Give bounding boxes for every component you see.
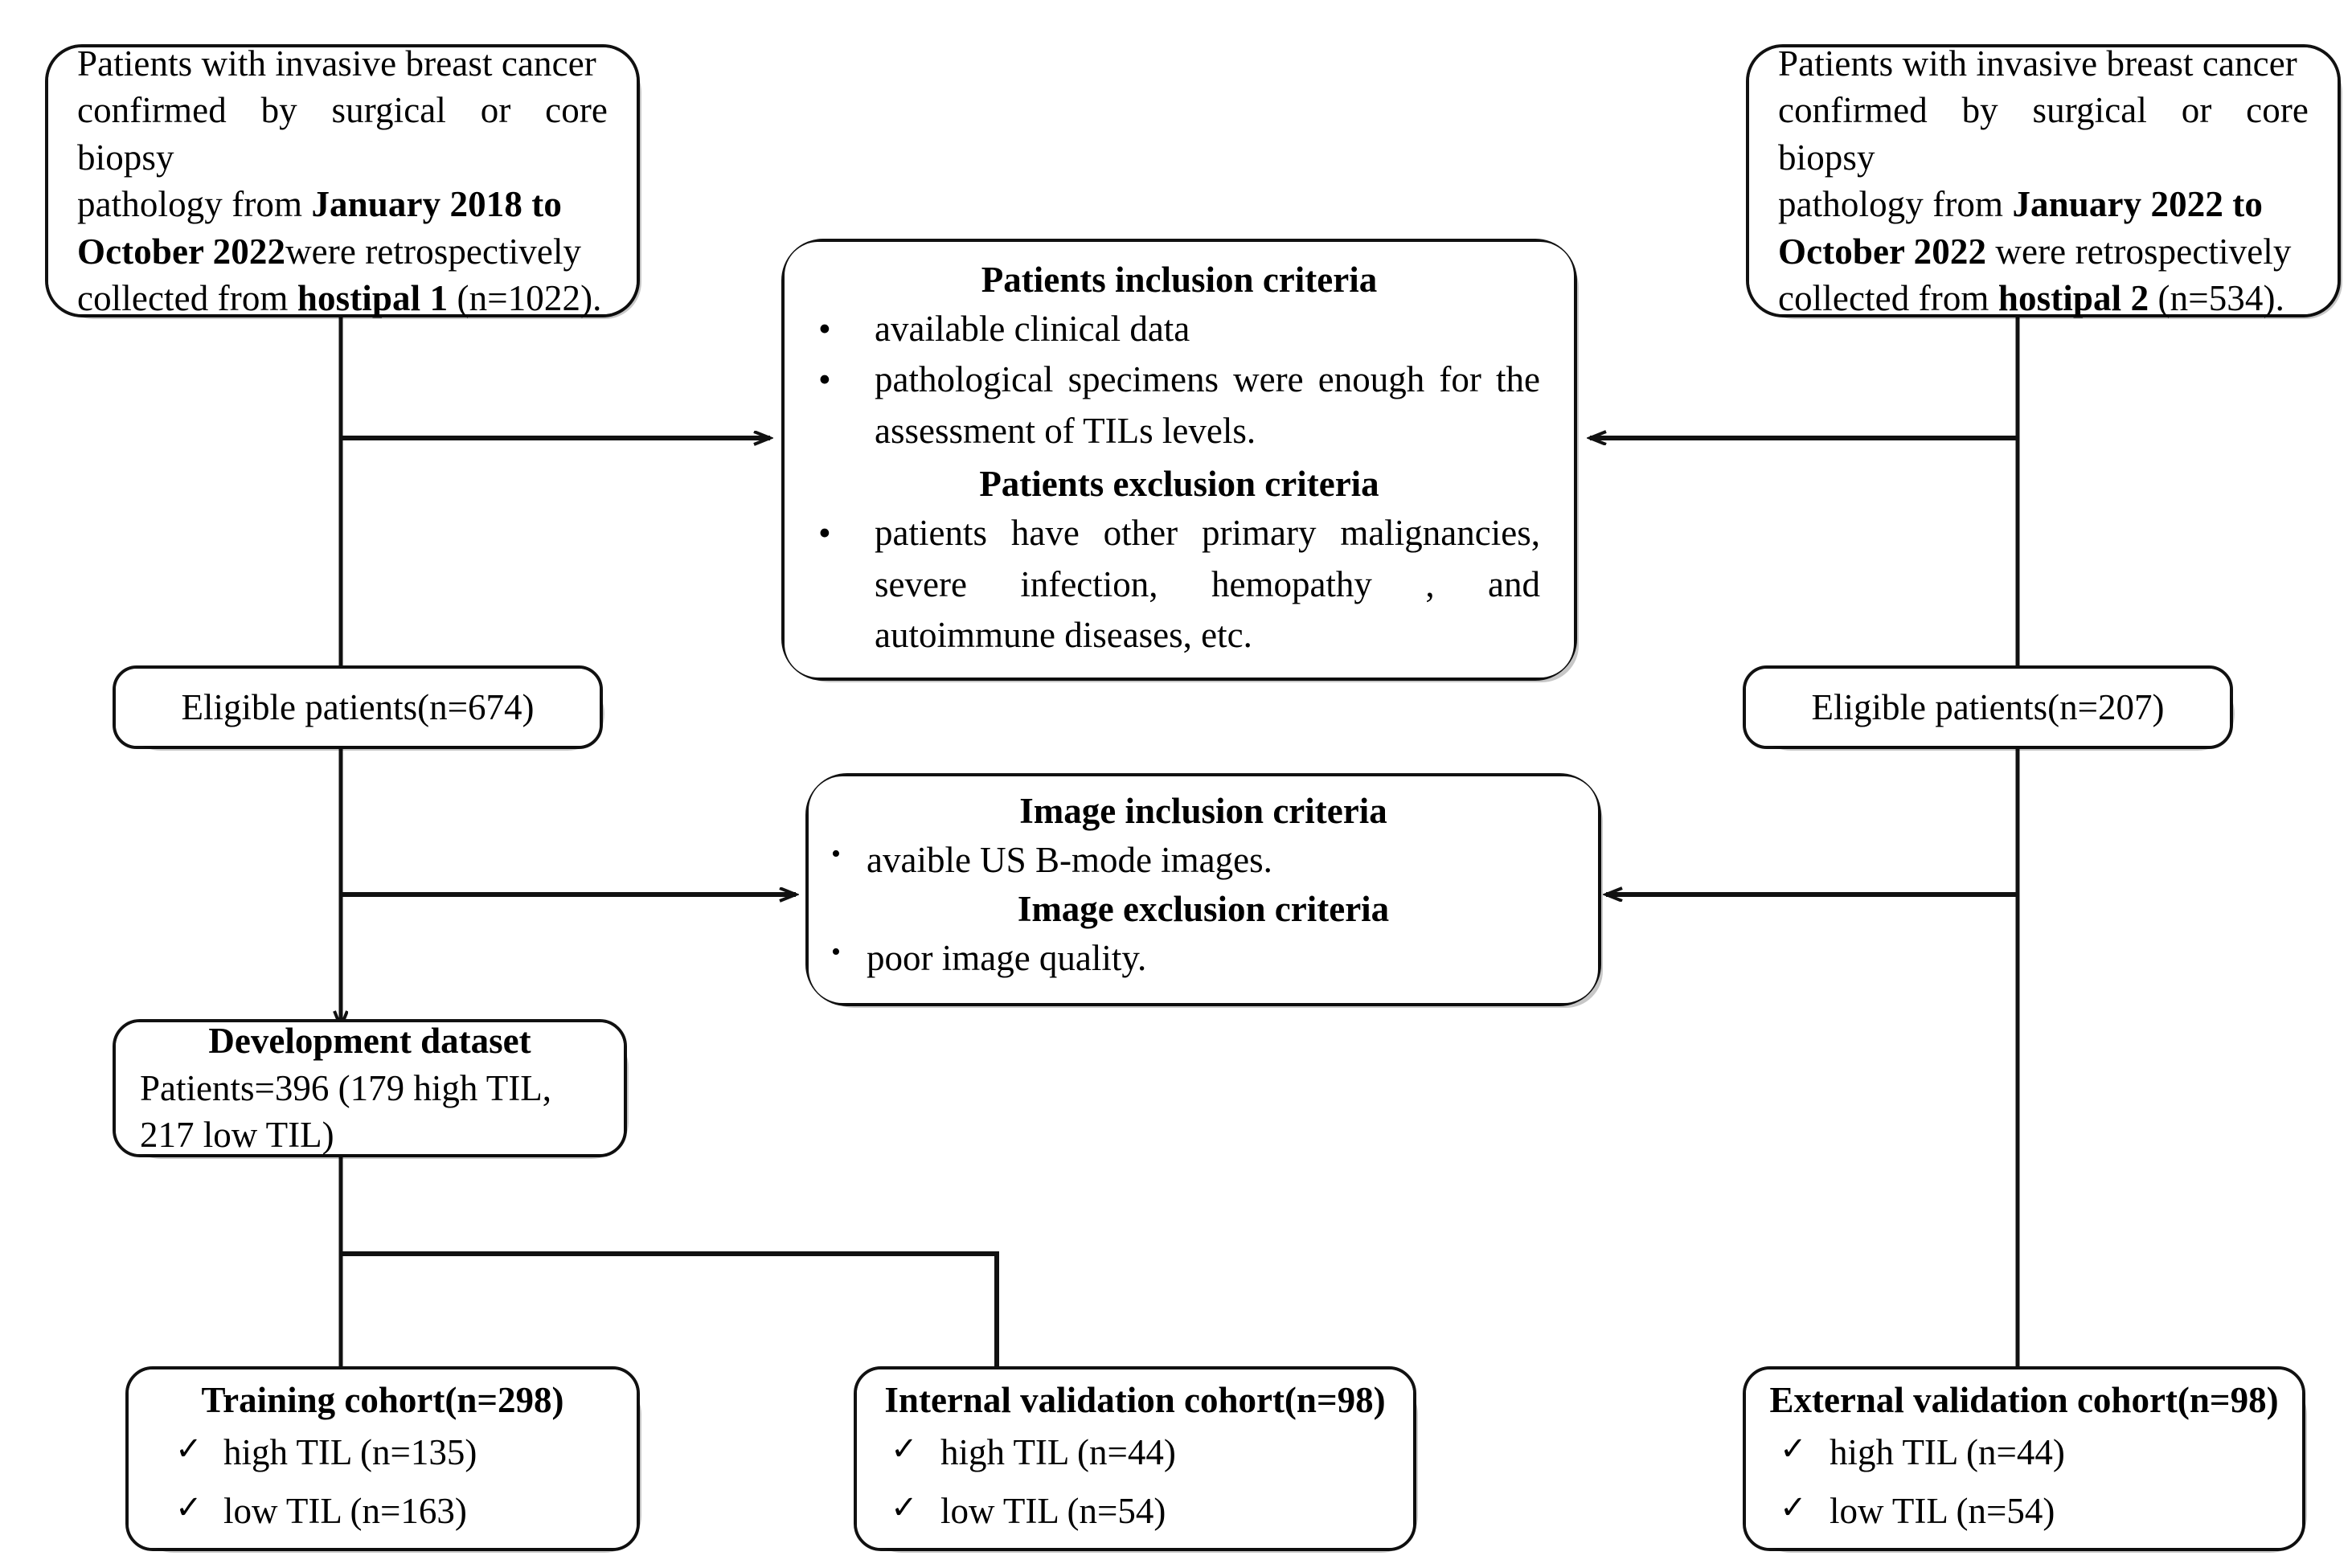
list-item: • available clinical data bbox=[785, 304, 1574, 355]
list-item: • pathological specimens were enough for… bbox=[785, 354, 1574, 457]
bullet-icon: • bbox=[831, 838, 841, 869]
external-high-til: high TIL (n=44) bbox=[1830, 1432, 2065, 1473]
patient-inclusion-heading: Patients inclusion criteria bbox=[981, 260, 1378, 300]
list-item: ✓ high TIL (n=135) bbox=[129, 1423, 637, 1482]
hospital-1-period-end: October 2022 bbox=[77, 231, 286, 272]
development-dataset-line-1: Patients=396 (179 high TIL, bbox=[140, 1067, 552, 1108]
image-exclusion-heading: Image exclusion criteria bbox=[1017, 889, 1390, 930]
check-icon: ✓ bbox=[1780, 1431, 1807, 1468]
list-item: • poor image quality. bbox=[809, 933, 1598, 985]
image-inclusion-item-1: avaible US B-mode images. bbox=[867, 839, 1272, 880]
check-icon: ✓ bbox=[891, 1431, 918, 1468]
training-cohort-list: ✓ high TIL (n=135) ✓ low TIL (n=163) bbox=[129, 1423, 637, 1541]
list-item: • avaible US B-mode images. bbox=[809, 835, 1598, 886]
hospital-1-name: hostipal 1 bbox=[297, 278, 449, 318]
hospital-1-count: (n=1022). bbox=[448, 278, 602, 318]
hospital-2-period-end: October 2022 bbox=[1778, 231, 1987, 272]
list-item: ✓ high TIL (n=44) bbox=[1746, 1423, 2302, 1482]
bullet-icon: • bbox=[818, 512, 831, 553]
external-validation-list: ✓ high TIL (n=44) ✓ low TIL (n=54) bbox=[1746, 1423, 2302, 1541]
list-item: ✓ low TIL (n=54) bbox=[857, 1482, 1413, 1541]
check-icon: ✓ bbox=[175, 1431, 203, 1468]
external-validation-cohort-box: External validation cohort(n=98) ✓ high … bbox=[1743, 1366, 2307, 1553]
internal-low-til: low TIL (n=54) bbox=[940, 1491, 1166, 1532]
bullet-icon: • bbox=[818, 308, 831, 349]
external-validation-heading: External validation cohort(n=98) bbox=[1769, 1379, 2279, 1420]
image-criteria-box: Image inclusion criteria • avaible US B-… bbox=[805, 773, 1603, 1008]
patient-exclusion-list: • patients have other primary malignanci… bbox=[785, 508, 1574, 662]
hospital-2-period-start: January 2022 to bbox=[2012, 184, 2263, 224]
eligible-patients-left-box: Eligible patients(n=674) bbox=[113, 665, 604, 751]
training-cohort-box: Training cohort(n=298) ✓ high TIL (n=135… bbox=[125, 1366, 641, 1553]
development-dataset-line-2: 217 low TIL) bbox=[140, 1115, 334, 1156]
eligible-patients-right-label: Eligible patients(n=207) bbox=[1811, 686, 2165, 727]
hospital-1-source-text: Patients with invasive breast cancer con… bbox=[77, 43, 608, 319]
list-item: ✓ low TIL (n=163) bbox=[129, 1482, 637, 1541]
patient-exclusion-item-1: patients have other primary malignancies… bbox=[875, 512, 1540, 656]
internal-validation-cohort-box: Internal validation cohort(n=98) ✓ high … bbox=[854, 1366, 1418, 1553]
list-item: ✓ high TIL (n=44) bbox=[857, 1423, 1413, 1482]
bullet-icon: • bbox=[818, 359, 831, 400]
development-dataset-box: Development dataset Patients=396 (179 hi… bbox=[113, 1019, 629, 1159]
external-low-til: low TIL (n=54) bbox=[1830, 1491, 2055, 1532]
development-dataset-heading: Development dataset bbox=[208, 1021, 531, 1062]
patient-inclusion-list: • available clinical data • pathological… bbox=[785, 304, 1574, 458]
patient-inclusion-item-1: available clinical data bbox=[875, 308, 1190, 349]
image-exclusion-list: • poor image quality. bbox=[809, 933, 1598, 985]
training-low-til: low TIL (n=163) bbox=[223, 1491, 467, 1532]
eligible-patients-right-box: Eligible patients(n=207) bbox=[1743, 665, 2235, 751]
eligible-patients-left-label: Eligible patients(n=674) bbox=[181, 686, 535, 727]
list-item: ✓ low TIL (n=54) bbox=[1746, 1482, 2302, 1541]
hospital-2-count: (n=534). bbox=[2149, 278, 2284, 318]
bullet-icon: • bbox=[831, 936, 841, 967]
patient-exclusion-heading: Patients exclusion criteria bbox=[979, 464, 1379, 505]
internal-validation-list: ✓ high TIL (n=44) ✓ low TIL (n=54) bbox=[857, 1423, 1413, 1541]
hospital-2-source-box: Patients with invasive breast cancer con… bbox=[1746, 43, 2342, 319]
hospital-1-source-box: Patients with invasive breast cancer con… bbox=[45, 43, 641, 319]
hospital-1-period-start: January 2018 to bbox=[311, 184, 562, 224]
training-high-til: high TIL (n=135) bbox=[223, 1432, 477, 1473]
check-icon: ✓ bbox=[1780, 1489, 1807, 1526]
internal-validation-heading: Internal validation cohort(n=98) bbox=[884, 1379, 1386, 1420]
patient-criteria-box: Patients inclusion criteria • available … bbox=[781, 239, 1579, 682]
hospital-2-name: hostipal 2 bbox=[1998, 278, 2149, 318]
hospital-2-source-text: Patients with invasive breast cancer con… bbox=[1778, 43, 2309, 319]
training-cohort-heading: Training cohort(n=298) bbox=[201, 1379, 564, 1420]
image-exclusion-item-1: poor image quality. bbox=[867, 937, 1147, 978]
check-icon: ✓ bbox=[175, 1489, 203, 1526]
internal-high-til: high TIL (n=44) bbox=[940, 1432, 1176, 1473]
check-icon: ✓ bbox=[891, 1489, 918, 1526]
image-inclusion-list: • avaible US B-mode images. bbox=[809, 835, 1598, 886]
image-inclusion-heading: Image inclusion criteria bbox=[1019, 791, 1387, 831]
patient-inclusion-item-2: pathological specimens were enough for t… bbox=[875, 359, 1540, 452]
list-item: • patients have other primary malignanci… bbox=[785, 508, 1574, 662]
